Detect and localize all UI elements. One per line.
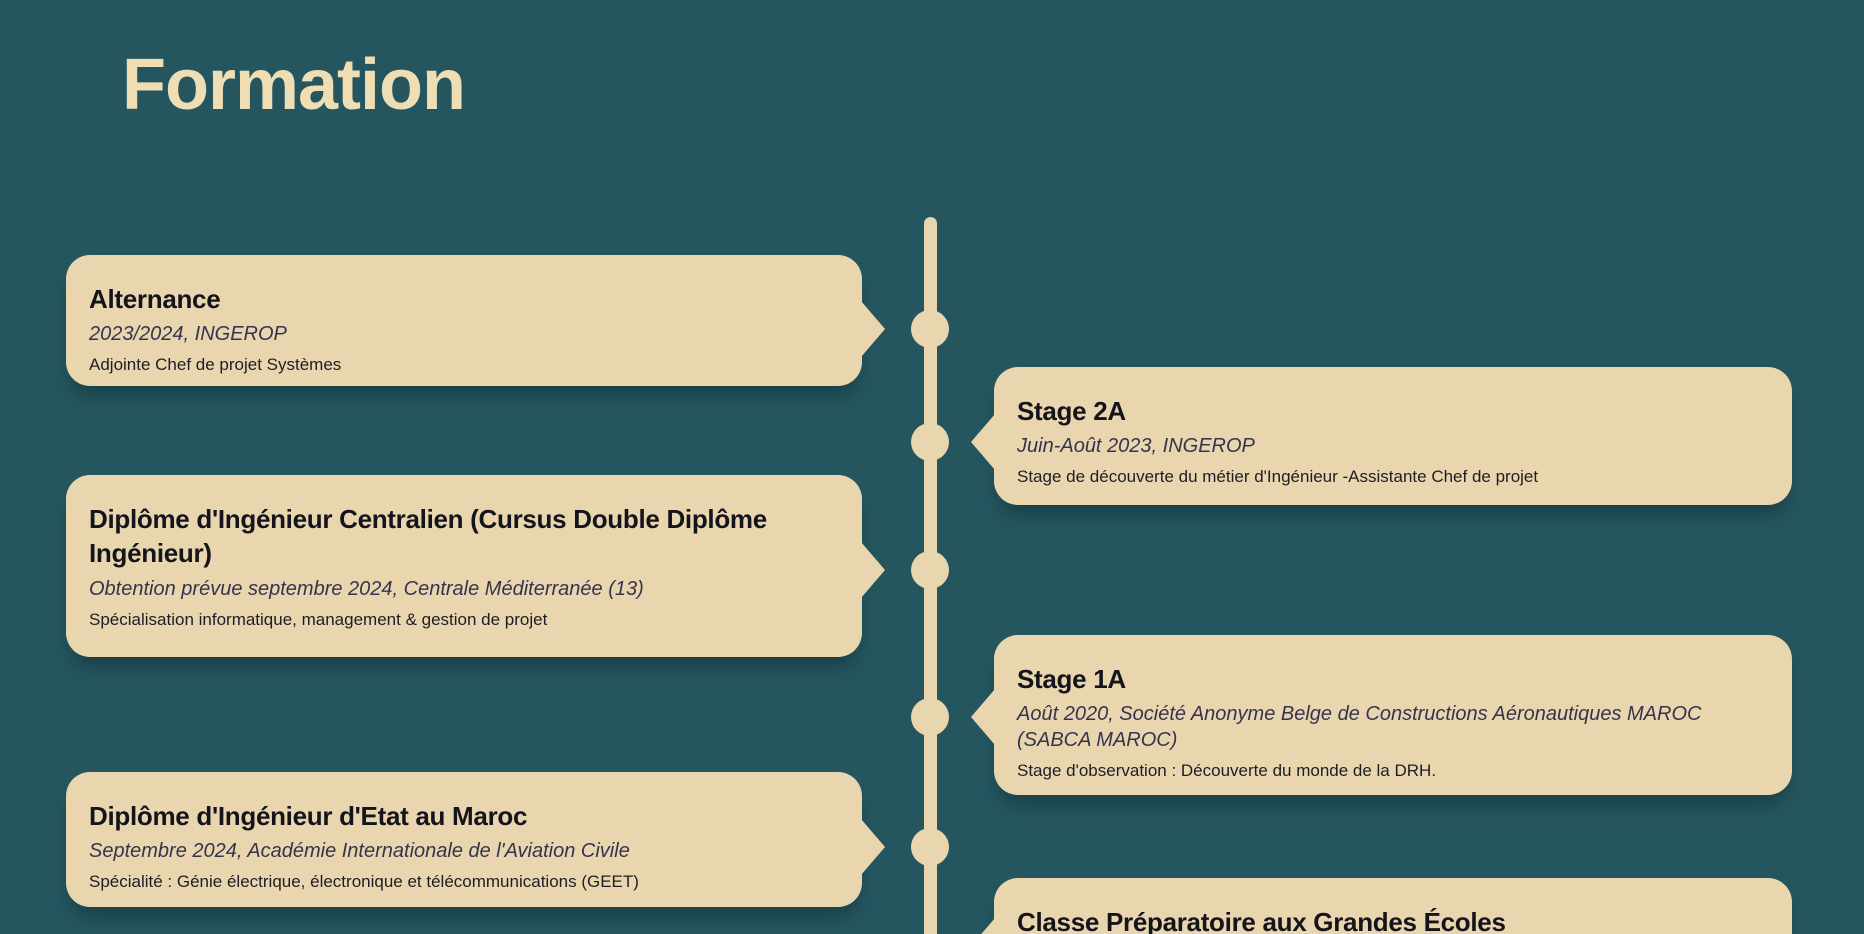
card-pointer-right-icon — [861, 542, 885, 598]
card-description: Adjointe Chef de projet Systèmes — [89, 355, 342, 375]
timeline-dot — [911, 698, 949, 736]
timeline-card-diplome-centralien: Diplôme d'Ingénieur Centralien (Cursus D… — [66, 475, 885, 657]
card-subtitle: Obtention prévue septembre 2024, Central… — [89, 577, 644, 600]
card-title: Diplôme d'Ingénieur Centralien (Cursus D… — [89, 504, 767, 569]
card-subtitle: Juin-Août 2023, INGEROP — [1017, 435, 1255, 458]
timeline-card-diplome-etat-maroc: Diplôme d'Ingénieur d'Etat au Maroc Sept… — [66, 772, 885, 907]
card-title: Alternance — [89, 284, 221, 314]
card-subtitle: 2023/2024, INGEROP — [89, 323, 287, 346]
timeline-card-stage-2a: Stage 2A Juin-Août 2023, INGEROP Stage d… — [971, 367, 1792, 505]
card-pointer-left-icon — [971, 918, 995, 934]
card-title: Stage 1A — [1017, 664, 1126, 694]
card-title: Stage 2A — [1017, 396, 1126, 426]
card-pointer-left-icon — [971, 689, 995, 745]
card-subtitle: Septembre 2024, Académie Internationale … — [89, 840, 630, 863]
page-title: Formation — [122, 45, 466, 125]
card-title: Classe Préparatoire aux Grandes Écoles — [1017, 907, 1506, 934]
timeline-card-classe-preparatoire: Classe Préparatoire aux Grandes Écoles — [971, 878, 1792, 934]
card-title: Diplôme d'Ingénieur d'Etat au Maroc — [89, 801, 528, 831]
timeline-card-stage-1a: Stage 1A Août 2020, Société Anonyme Belg… — [971, 635, 1792, 795]
card-pointer-right-icon — [861, 301, 885, 357]
card-description: Spécialité : Génie électrique, électroni… — [89, 872, 639, 892]
timeline-dot — [911, 828, 949, 866]
card-description: Stage d'observation : Découverte du mond… — [1017, 761, 1437, 781]
card-subtitle: Août 2020, Société Anonyme Belge de Cons… — [1017, 703, 1702, 752]
card-description: Stage de découverte du métier d'Ingénieu… — [1017, 467, 1539, 487]
timeline-dot — [911, 310, 949, 348]
timeline-card-alternance: Alternance 2023/2024, INGEROP Adjointe C… — [66, 255, 885, 386]
card-pointer-right-icon — [861, 819, 885, 875]
timeline-dot — [911, 423, 949, 461]
card-pointer-left-icon — [971, 414, 995, 470]
card-description: Spécialisation informatique, management … — [89, 609, 548, 629]
timeline-dot — [911, 551, 949, 589]
